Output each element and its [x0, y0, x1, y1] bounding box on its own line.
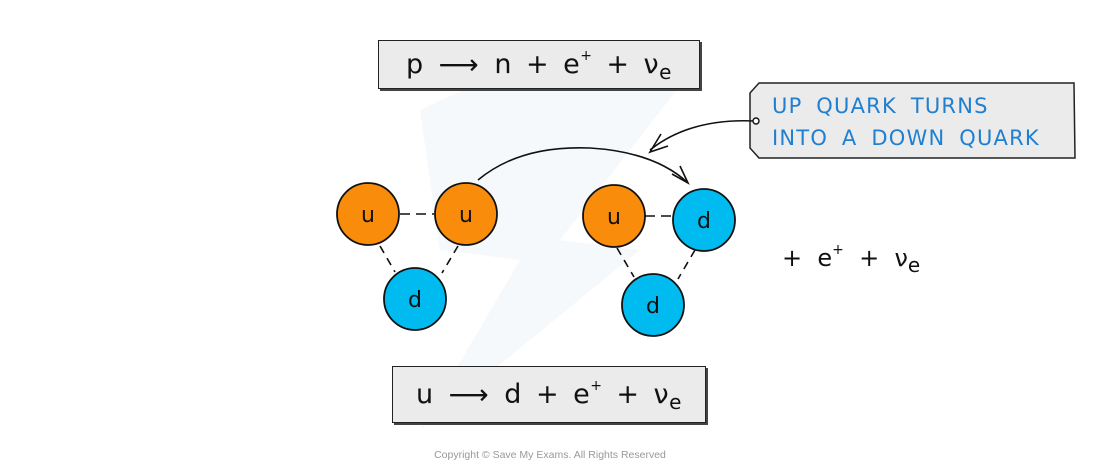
- bond-line: [677, 249, 696, 280]
- eq-product: d: [504, 379, 522, 410]
- proton-decay-equation: p ⟶ n + e+ + νe: [378, 40, 700, 89]
- transformation-arrow: [477, 146, 689, 184]
- positron: e+: [563, 49, 592, 80]
- neutrino-symbol: ν: [653, 379, 670, 410]
- svg-text:d: d: [697, 209, 711, 234]
- svg-text:u: u: [459, 203, 473, 228]
- neutrino-subscript: e: [907, 253, 921, 277]
- quark-decay-equation: u ⟶ d + e+ + νe: [392, 366, 706, 423]
- arrow-icon: ⟶: [448, 378, 490, 411]
- callout-line-2: INTO A DOWN QUARK: [772, 126, 1040, 150]
- plus-sign: +: [525, 49, 550, 80]
- plus-sign: +: [782, 244, 803, 272]
- positron-base: e: [563, 49, 581, 80]
- positron-charge: +: [590, 378, 603, 394]
- callout-text: UP QUARK TURNS INTO A DOWN QUARK: [772, 90, 1040, 154]
- neutrino: νe: [653, 379, 682, 414]
- positron-base: e: [817, 244, 833, 272]
- eq-reactant: p: [406, 49, 424, 80]
- svg-text:d: d: [646, 294, 660, 319]
- neutrino-subscript: e: [659, 60, 672, 84]
- plus-sign: +: [606, 49, 630, 80]
- proton-quark-up-2: u: [434, 182, 498, 246]
- svg-text:d: d: [408, 288, 422, 313]
- plus-sign: +: [535, 379, 560, 410]
- callout-box: [749, 82, 1076, 159]
- arrow-icon: ⟶: [438, 48, 480, 81]
- positron-charge: +: [580, 48, 593, 64]
- proton-quark-up-1: u: [336, 182, 400, 246]
- neutron-quark-up: u: [582, 184, 646, 248]
- neutrino-subscript: e: [669, 390, 682, 414]
- positron: e+: [573, 379, 602, 410]
- transformation-arrowhead-icon: [671, 165, 690, 185]
- svg-text:u: u: [361, 203, 375, 228]
- plus-sign: +: [859, 244, 880, 272]
- callout-pointer-dot: [752, 117, 760, 125]
- positron-charge: +: [832, 242, 844, 258]
- bond-line: [616, 247, 635, 278]
- eq-reactant: u: [416, 379, 434, 410]
- bond-line: [441, 245, 459, 274]
- eq-product: n: [494, 49, 512, 80]
- proton-quark-down: d: [383, 267, 447, 331]
- neutron-quark-down-2: d: [621, 273, 685, 337]
- neutron-quark-down-1: d: [672, 188, 736, 252]
- side-products: + e+ + νe: [782, 242, 920, 277]
- positron-base: e: [573, 379, 591, 410]
- neutrino: νe: [643, 49, 672, 84]
- bond-line: [379, 245, 396, 273]
- svg-text:u: u: [607, 205, 621, 230]
- plus-sign: +: [616, 379, 640, 410]
- neutrino-symbol: ν: [894, 244, 908, 272]
- callout-arrowhead-icon: [648, 133, 669, 154]
- neutrino-symbol: ν: [643, 49, 660, 80]
- copyright-notice: Copyright © Save My Exams. All Rights Re…: [434, 449, 666, 461]
- callout-pointer-line: [649, 119, 756, 151]
- callout-line-1: UP QUARK TURNS: [772, 94, 989, 118]
